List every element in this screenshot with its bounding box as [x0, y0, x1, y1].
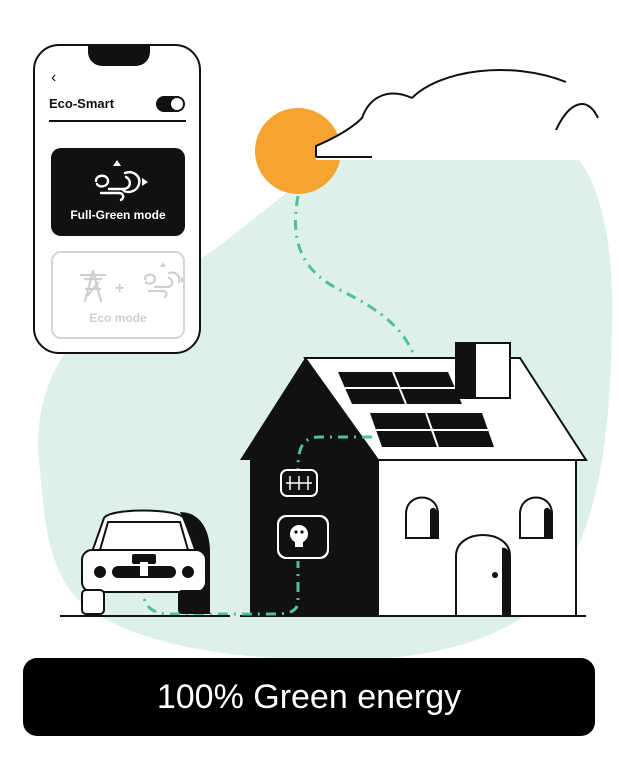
- solar-panel-bottom: [370, 412, 494, 448]
- wind-power-icon: [94, 160, 148, 202]
- front-door: [455, 534, 511, 617]
- eco-smart-toggle[interactable]: [156, 96, 185, 112]
- chimney-shadow: [456, 343, 476, 398]
- window-right-shadow: [544, 507, 552, 538]
- banner-text: 100% Green energy: [156, 677, 462, 716]
- electric-car-icon: [60, 509, 230, 617]
- plus-icon: +: [115, 280, 124, 297]
- green-energy-banner: 100% Green energy: [23, 658, 595, 736]
- wall-charger-icon: [275, 513, 331, 561]
- full-green-mode-label: Full-Green mode: [70, 208, 166, 222]
- front-door-shadow: [502, 547, 510, 616]
- cloud-icon: [316, 68, 598, 160]
- inverter-icon: [280, 469, 318, 497]
- phone-mockup: ‹ Eco-Smart Full-Green mode: [33, 44, 201, 354]
- eco-mode-card[interactable]: + Eco mode: [51, 251, 186, 339]
- back-chevron-icon[interactable]: ‹: [51, 69, 57, 86]
- cloud-outline: [315, 69, 599, 157]
- app-title: Eco-Smart: [49, 96, 115, 111]
- charger-energy-path: [141, 558, 300, 616]
- house-energy-path: [296, 435, 372, 471]
- door-knob: [492, 572, 498, 578]
- solar-energy-path: [294, 195, 422, 421]
- phone-notch: [88, 44, 150, 66]
- sun-icon: [255, 108, 341, 194]
- window-left-shadow: [430, 507, 438, 538]
- grid-plus-wind-icon: +: [79, 262, 186, 303]
- solar-panel-top: [338, 371, 462, 405]
- full-green-mode-card[interactable]: Full-Green mode: [51, 148, 185, 236]
- toggle-knob: [171, 98, 183, 110]
- eco-mode-label: Eco mode: [89, 311, 147, 325]
- header-divider: [49, 120, 186, 122]
